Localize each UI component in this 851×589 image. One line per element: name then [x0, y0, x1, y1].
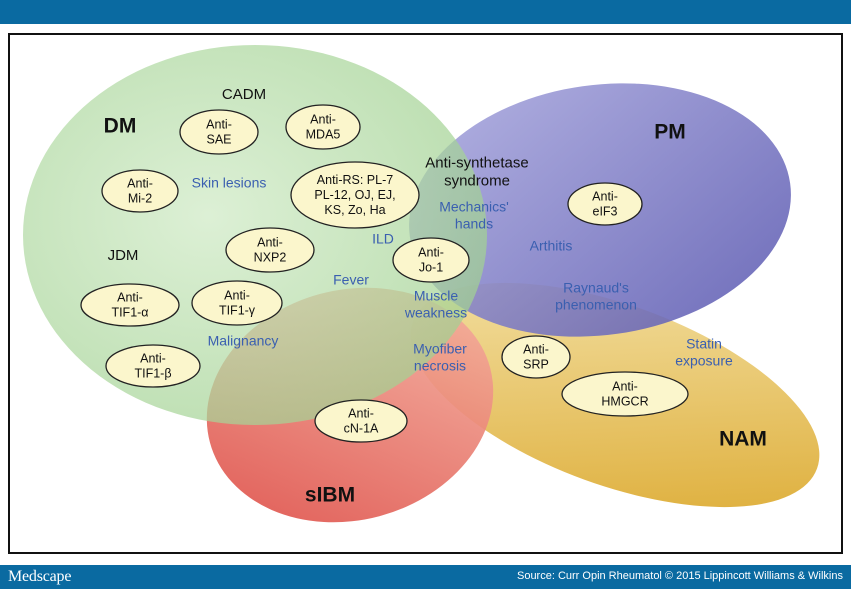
antibody-ovals — [80, 104, 689, 443]
statin-exposure-line-2: exposure — [675, 352, 733, 368]
anti-tif1b-line-1: Anti- — [140, 351, 166, 366]
arthitis-label: Arthitis — [529, 237, 573, 254]
dm-label: DM — [103, 114, 137, 138]
antisynthetase-line-1: Anti-synthetase — [425, 154, 529, 172]
anti-mda5-label: Anti- MDA5 — [306, 112, 341, 142]
anti-rs-line-2: PL-12, OJ, EJ, — [314, 187, 396, 202]
anti-tif1a-line-2: TIF1-α — [111, 305, 149, 319]
mechanics-hands-line-2: hands — [454, 215, 494, 231]
anti-jo1-line-2: Jo-1 — [418, 260, 444, 274]
anti-mi2-label: Anti- Mi-2 — [127, 176, 153, 206]
anti-cn1a-oval — [314, 399, 408, 443]
anti-srp-label: Anti- SRP — [523, 342, 549, 372]
pm-label: PM — [654, 120, 686, 144]
anti-jo1-line-1: Anti- — [418, 245, 444, 260]
anti-cn1a-label: Anti- cN-1A — [344, 406, 379, 436]
anti-mi2-line-2: Mi-2 — [127, 191, 153, 205]
ild-label: ILD — [372, 230, 394, 247]
antisynthetase-label: Anti-synthetase syndrome — [425, 154, 528, 189]
anti-tif1g-line-1: Anti- — [224, 288, 250, 303]
antisynthetase-line-2: syndrome — [444, 172, 510, 189]
anti-srp-line-1: Anti- — [523, 342, 549, 357]
anti-rs-oval — [290, 161, 420, 229]
anti-hmgcr-line-2: HMGCR — [601, 394, 649, 408]
anti-nxp2-line-1: Anti- — [257, 235, 283, 250]
anti-tif1a-line-1: Anti- — [117, 290, 143, 305]
anti-tif1g-label: Anti- TIF1-γ — [219, 288, 255, 318]
anti-nxp2-oval — [225, 227, 315, 273]
anti-nxp2-label: Anti- NXP2 — [254, 235, 287, 265]
anti-eif3-oval — [567, 182, 643, 226]
myofiber-necrosis-line-2: necrosis — [413, 357, 467, 373]
anti-tif1b-oval — [105, 344, 201, 388]
anti-srp-oval — [501, 335, 571, 379]
anti-tif1g-line-2: TIF1-γ — [218, 303, 256, 317]
cadm-label: CADM — [221, 86, 267, 104]
anti-mda5-line-1: Anti- — [310, 112, 336, 127]
anti-tif1a-oval — [80, 283, 180, 327]
raynauds-line-2: phenomenon — [555, 296, 637, 312]
malignancy-label: Malignancy — [207, 332, 279, 349]
anti-rs-line-1: Anti-RS: PL-7 — [316, 172, 394, 187]
jdm-label: JDM — [107, 247, 139, 265]
sibm-label: sIBM — [304, 483, 356, 507]
anti-cn1a-line-1: Anti- — [348, 406, 374, 421]
statin-exposure-label: Statin exposure — [675, 335, 733, 368]
footer-bar: Medscape Source: Curr Opin Rheumatol © 2… — [0, 565, 851, 589]
anti-tif1a-label: Anti- TIF1-α — [111, 290, 148, 320]
mechanics-hands-line-1: Mechanics' — [439, 198, 509, 215]
anti-tif1b-label: Anti- TIF1-β — [134, 351, 171, 381]
myofiber-necrosis-label: Myofiber necrosis — [413, 340, 467, 373]
anti-hmgcr-line-1: Anti- — [612, 379, 638, 394]
anti-tif1b-line-2: TIF1-β — [134, 366, 172, 380]
anti-rs-label: Anti-RS: PL-7 PL-12, OJ, EJ, KS, Zo, Ha — [314, 173, 395, 217]
anti-tif1g-oval — [191, 280, 283, 326]
anti-rs-line-3: KS, Zo, Ha — [324, 202, 386, 217]
muscle-weakness-label: Muscle weakness — [405, 287, 467, 320]
anti-hmgcr-oval — [561, 371, 689, 417]
raynauds-line-1: Raynaud's — [563, 279, 629, 296]
anti-nxp2-line-2: NXP2 — [253, 250, 287, 264]
statin-exposure-line-1: Statin — [686, 335, 722, 352]
skin-lesions-label: Skin lesions — [191, 174, 267, 191]
medscape-logo[interactable]: Medscape — [8, 568, 72, 585]
anti-eif3-line-2: eIF3 — [592, 204, 618, 218]
header-bar — [0, 0, 851, 24]
anti-mi2-line-1: Anti- — [127, 176, 153, 191]
muscle-weakness-line-2: weakness — [404, 304, 468, 320]
mechanics-hands-label: Mechanics' hands — [439, 198, 509, 231]
fever-label: Fever — [333, 271, 369, 288]
anti-jo1-oval — [392, 237, 470, 283]
anti-sae-line-2: SAE — [206, 132, 232, 146]
anti-mda5-oval — [285, 104, 361, 150]
anti-mda5-line-2: MDA5 — [305, 127, 341, 141]
muscle-weakness-line-1: Muscle — [413, 287, 459, 304]
anti-sae-label: Anti- SAE — [206, 117, 232, 147]
anti-eif3-label: Anti- eIF3 — [592, 189, 618, 219]
anti-mi2-oval — [101, 169, 179, 213]
raynauds-label: Raynaud's phenomenon — [555, 279, 637, 312]
source-citation: Source: Curr Opin Rheumatol © 2015 Lippi… — [516, 570, 843, 582]
anti-sae-oval — [179, 109, 259, 155]
anti-eif3-line-1: Anti- — [592, 189, 618, 204]
nam-label: NAM — [719, 427, 767, 451]
anti-jo1-label: Anti- Jo-1 — [418, 245, 444, 275]
anti-sae-line-1: Anti- — [206, 117, 232, 132]
anti-srp-line-2: SRP — [523, 357, 549, 371]
anti-hmgcr-label: Anti- HMGCR — [601, 379, 648, 409]
myofiber-necrosis-line-1: Myofiber — [413, 340, 467, 357]
anti-cn1a-line-2: cN-1A — [343, 421, 379, 435]
